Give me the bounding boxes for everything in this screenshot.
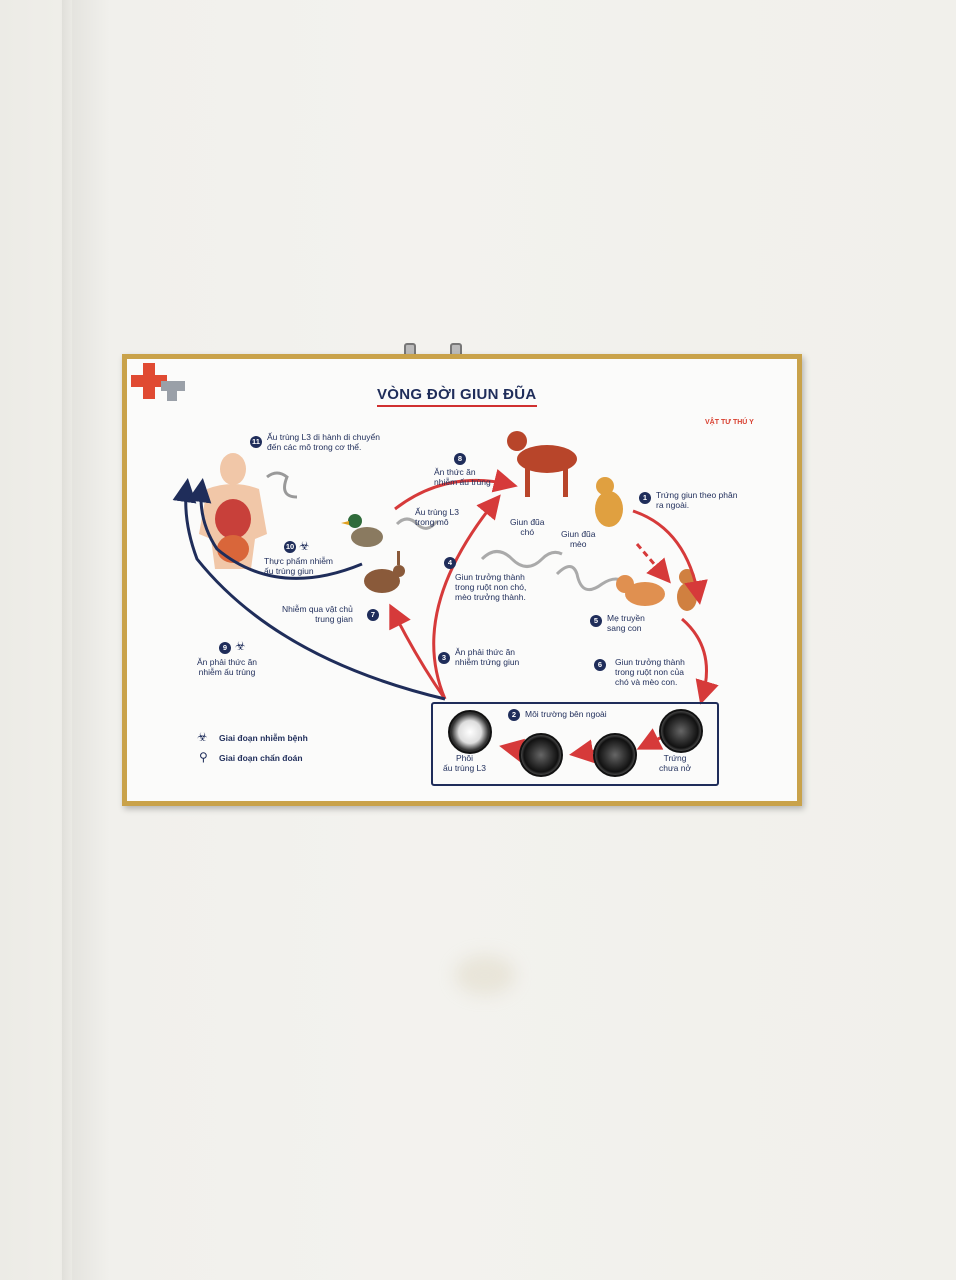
cat-worm-illustration: [555, 565, 629, 592]
step-number: 11: [250, 436, 262, 448]
step-number: 3: [438, 652, 450, 664]
step-4-text: Giun trưởng thành trong ruột non chó, mè…: [455, 572, 527, 602]
step-number: 6: [594, 659, 606, 671]
human-body-illustration: [199, 453, 267, 569]
microscope-icon: ⚲: [199, 750, 208, 764]
biohazard-icon: ☣: [235, 639, 246, 653]
legend-infection-stage: Giai đoạn nhiễm bệnh: [219, 733, 308, 743]
step-1-text: Trứng giun theo phân ra ngoài.: [656, 490, 738, 510]
unhatched-egg: [659, 709, 703, 753]
step-8-text: Ăn thức ăn nhiễm ấu trùng: [434, 467, 491, 487]
step-number: 9: [219, 642, 231, 654]
dog-worm-label: Giun đũa chó: [510, 517, 545, 537]
step-number: 8: [454, 453, 466, 465]
step-7-text: Nhiễm qua vật chủ trung gian: [282, 604, 353, 624]
step-number: 10: [284, 541, 296, 553]
worm-illustration: [266, 471, 298, 499]
step-11-text: Ấu trùng L3 di hành di chuyển đến các mô…: [267, 432, 380, 452]
dog-illustration: [507, 431, 577, 497]
poster-frame: VÒNG ĐỜI GIUN ĐŨA VẬT TƯ THÚ Y 11 Ấu trù…: [122, 354, 802, 806]
poster-artwork: [172, 431, 719, 764]
puppy-illustration: [616, 575, 665, 606]
step-10-text: Thực phẩm nhiễm ấu trùng giun: [264, 556, 333, 576]
step-number: 1: [639, 492, 651, 504]
step-number: 5: [590, 615, 602, 627]
biohazard-icon: ☣: [299, 539, 310, 553]
step-5-text: Mẹ truyền sang con: [607, 613, 645, 633]
legend-diagnosis-stage: Giai đoạn chẩn đoán: [219, 753, 303, 763]
wall-corner: [62, 0, 72, 1280]
egg-stage-2: [593, 733, 637, 777]
step-2-text: Môi trường bên ngoài: [525, 709, 607, 719]
biohazard-icon: ☣: [197, 730, 208, 744]
cat-worm-label: Giun đũa mèo: [561, 529, 596, 549]
dog-worm-illustration: [480, 550, 563, 568]
egg-stage-3: [519, 733, 563, 777]
larva-tissue-label: Ấu trùng L3 trong mô: [415, 507, 459, 527]
cat-illustration: [595, 477, 623, 527]
step-6-text: Giun trưởng thành trong ruột non của chó…: [615, 657, 685, 687]
embryonated-egg: [448, 710, 492, 754]
unhatched-label: Trứng chưa nở: [659, 753, 692, 773]
wall-stain: [455, 955, 515, 995]
step-number: 7: [367, 609, 379, 621]
step-number: 2: [508, 709, 520, 721]
environment-box: [431, 702, 719, 786]
duck-illustration: [341, 514, 383, 547]
rabbit-illustration: [364, 551, 405, 593]
poster-title: VÒNG ĐỜI GIUN ĐŨA: [377, 386, 537, 407]
embryo-label: Phôi ấu trùng L3: [443, 753, 487, 773]
brand-name: VẬT TƯ THÚ Y: [705, 419, 754, 426]
step-3-text: Ăn phải thức ăn nhiễm trứng giun: [455, 647, 520, 667]
brand-logo: [131, 363, 185, 401]
step-number: 4: [444, 557, 456, 569]
step-9-text: Ăn phải thức ăn nhiễm ấu trùng: [197, 657, 258, 677]
